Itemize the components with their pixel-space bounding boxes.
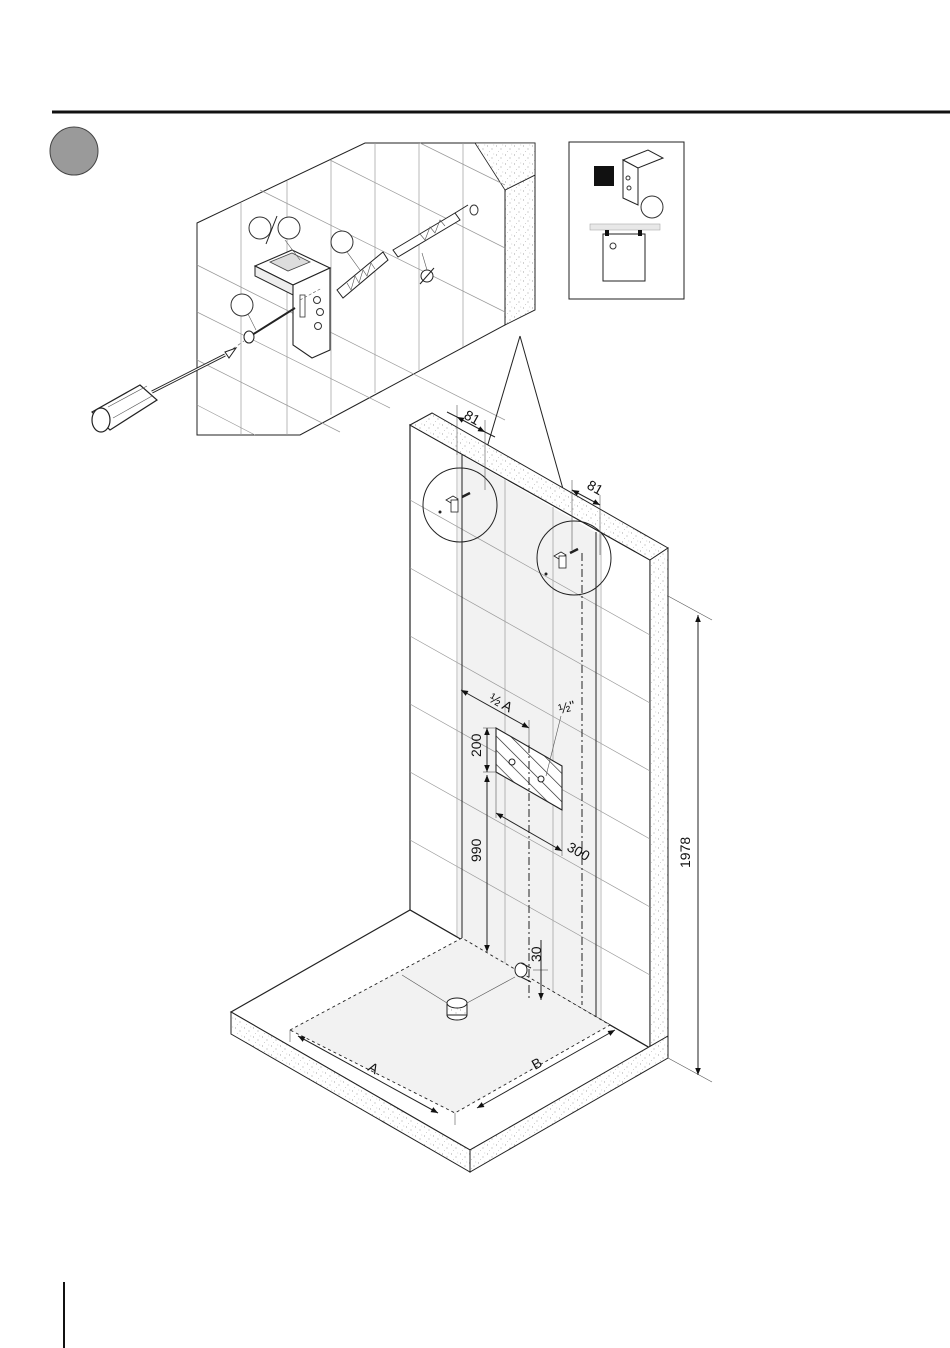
bracket-orientation-inset [569,142,684,299]
dim-top-left-offset: 81 [462,407,484,429]
dim-top-right-offset: 81 [585,477,607,499]
dim-valve-zone-height: 200 [468,733,484,757]
dim-outlet-height: 30 [528,946,544,962]
dim-total-height: 1978 [677,837,693,868]
dim-valve-height: 990 [468,838,484,862]
step-badge [50,127,98,175]
detail-inset [92,143,535,435]
